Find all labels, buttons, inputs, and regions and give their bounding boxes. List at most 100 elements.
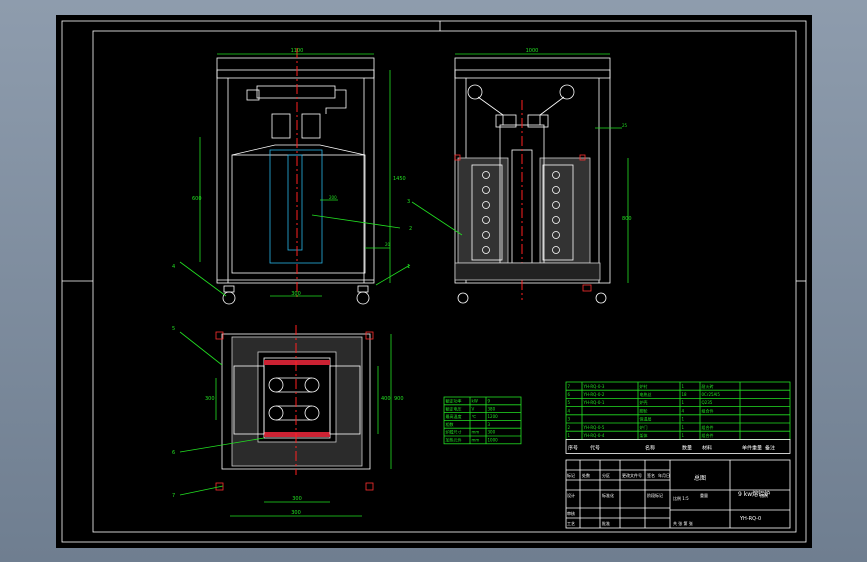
dim-plan-width-outer: 300: [291, 510, 301, 516]
callout-plan-mid: 6: [172, 450, 175, 456]
title-drawing-no: YH-RQ-0: [739, 516, 761, 522]
bom-cell: 1: [682, 425, 685, 430]
title-block-cell: 标准化: [602, 492, 614, 498]
bom-cell: 6: [568, 392, 571, 397]
callout-front-left: 4: [172, 264, 175, 270]
callout-plan-bottom: 7: [172, 493, 175, 499]
bom-cell: 组合件: [702, 407, 714, 413]
bom-cell: 炉衬: [640, 383, 648, 389]
bom-cell: 4: [568, 408, 571, 413]
side-view-dimensions: 1000 25 800 3: [407, 48, 632, 283]
title-assembly: 总图: [694, 474, 706, 482]
bom-cell: 2: [568, 425, 571, 430]
title-block-cell: 批准: [602, 520, 610, 526]
title-block-cell: 共 张 第 张: [673, 520, 693, 526]
bom-cell: 组合件: [702, 432, 714, 438]
dim-side-width: 1000: [526, 48, 539, 54]
param-cell: 额定电压: [446, 405, 462, 411]
bom-header-cell: 数量: [682, 444, 692, 451]
bom-header-cell: 单件重量: [742, 444, 762, 451]
param-cell: mm: [472, 438, 480, 443]
title-block-cell: 工艺: [567, 521, 575, 526]
bom-cell: 架体: [640, 432, 648, 438]
bom-cell: 保温层: [640, 416, 652, 422]
param-cell: kW: [472, 399, 478, 404]
dim-front-width: 1100: [291, 48, 304, 54]
param-cell: mm: [472, 430, 480, 435]
bom-cell: 耐火砖: [702, 383, 714, 389]
inner-frame: [92, 30, 797, 533]
bom-cell: 脚轮: [640, 407, 648, 413]
bom-header-cell: 备注: [765, 444, 775, 451]
bom-cell: 3: [568, 417, 571, 422]
param-cell: 1000: [488, 438, 499, 443]
bom-cell: YH-RQ-0-3: [583, 384, 605, 389]
bom-cell: 7: [568, 384, 571, 389]
param-cell: 300: [488, 430, 496, 435]
bom-cell: 炉壳: [640, 399, 648, 405]
title-main: 9 kw熔铝炉: [738, 490, 770, 498]
dim-front-small: 20: [385, 242, 391, 247]
bom-cell: 4: [682, 408, 685, 413]
front-view: [216, 48, 375, 305]
dim-side-height: 800: [622, 216, 632, 222]
bom-cell: YH-RQ-0-4: [583, 433, 605, 438]
side-view: [454, 57, 611, 304]
title-block-cell: 标记: [567, 472, 575, 478]
param-cell: 最高温度: [446, 413, 462, 419]
callout-side-left: 3: [407, 199, 410, 205]
title-block-cell: 重量: [700, 492, 708, 498]
bom-header-cell: 名称: [645, 444, 655, 451]
bom-header-cell: 序号: [568, 444, 578, 451]
param-cell: ℃: [472, 414, 477, 419]
param-cell: V: [472, 406, 475, 411]
bom-cell: 电热丝: [640, 391, 652, 397]
param-cell: 炉膛尺寸: [446, 429, 462, 435]
bom-header-cell: 材料: [702, 444, 712, 451]
title-block-cell: 审核: [567, 510, 575, 516]
outer-border: [61, 20, 807, 543]
plan-view-dimensions: 900 400 300 300 300 5 6 7: [172, 326, 404, 517]
title-block-cell: 更改文件号: [622, 472, 642, 478]
title-block: 总图 9 kw熔铝炉 YH-RQ-0 比例 1:5 标记处数分区更改文件号签名年…: [565, 459, 791, 529]
bom-header-cell: 代号: [590, 444, 600, 451]
dim-side-right: 25: [622, 123, 628, 128]
param-cell: 相数: [446, 421, 454, 427]
param-cell: 3: [488, 422, 491, 427]
param-cell: 9: [488, 399, 491, 404]
callout-front-right: 1: [407, 264, 410, 270]
dim-plan-small: 300: [205, 396, 215, 402]
dim-front-inner-width: 300: [291, 291, 301, 297]
bom-cell: 组合件: [702, 424, 714, 430]
bom-cell: 1: [682, 417, 685, 422]
bom-cell: 5: [568, 400, 571, 405]
title-block-cell: 处数: [582, 472, 590, 478]
title-block-cell: 分区: [602, 472, 610, 478]
bom-cell: 1: [682, 384, 685, 389]
dim-front-inner-height: 600: [192, 196, 202, 202]
title-block-cell: 年月日: [658, 472, 670, 478]
param-cell: 380: [488, 406, 496, 411]
dim-height: 1450: [393, 176, 406, 182]
title-block-cell: 比例: [760, 492, 768, 498]
bom-cell: 1: [682, 433, 685, 438]
dim-plan-inner: 400: [381, 396, 391, 402]
bom-cell: 1: [682, 400, 685, 405]
bom-cell: 0Cr25Al5: [702, 392, 721, 397]
param-cell: 加热元件: [446, 437, 462, 443]
bom-cell: 18: [682, 392, 688, 397]
callout-plan-top: 5: [172, 326, 175, 332]
bom-cell: YH-RQ-0-1: [583, 400, 605, 405]
bom-cell: YH-RQ-0-5: [583, 425, 605, 430]
dim-plan-outer: 900: [394, 396, 404, 402]
title-scale: 比例 1:5: [673, 495, 689, 501]
bom-cell: 1: [568, 433, 571, 438]
title-block-cell: 设计: [567, 492, 575, 498]
bom-cell: Q235: [702, 400, 713, 405]
drawing-canvas: 1100 1450 600 300 200 2 20 4 1: [61, 20, 807, 543]
front-view-dimensions: 1100 1450 600 300 200 2 20 4 1: [172, 48, 412, 297]
bom-cell: 炉门: [640, 424, 648, 430]
